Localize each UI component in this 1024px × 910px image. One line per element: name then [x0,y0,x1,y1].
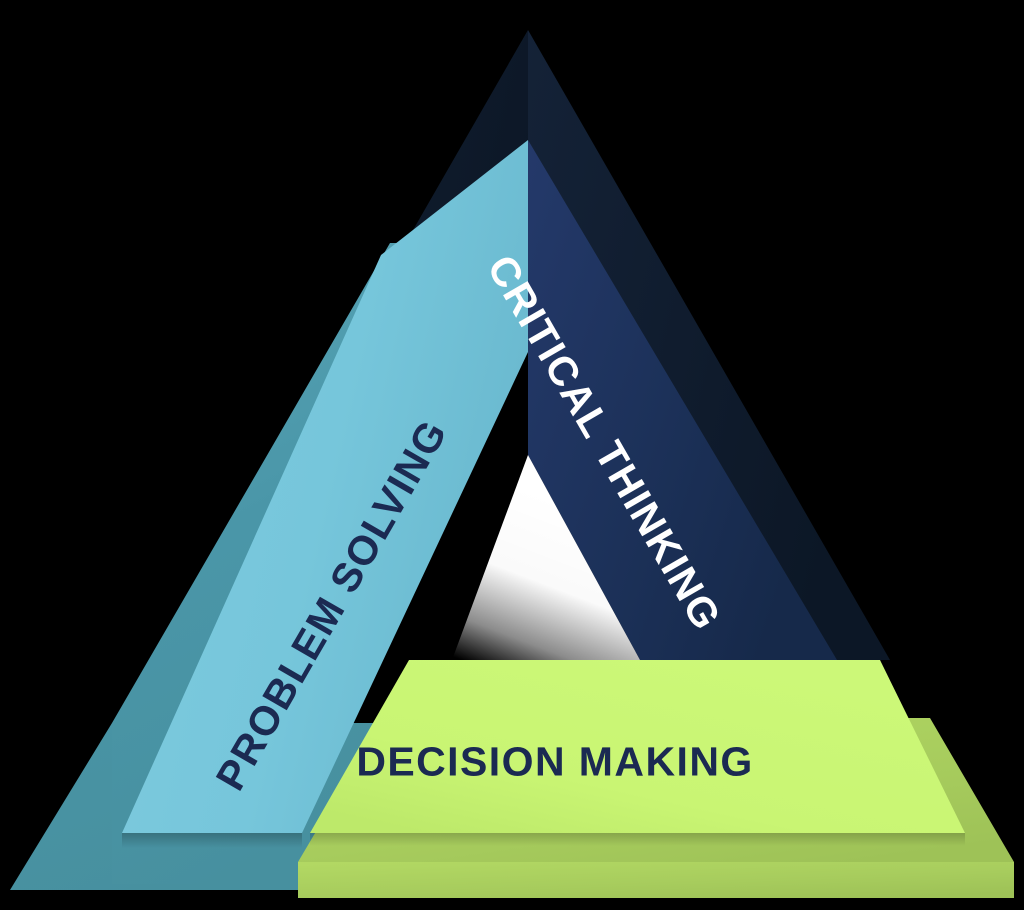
decision-making-bar [310,660,965,846]
problem-solving-bar [122,140,528,848]
critical-thinking-bar [528,140,837,660]
inner-glow-wedge [452,455,640,660]
